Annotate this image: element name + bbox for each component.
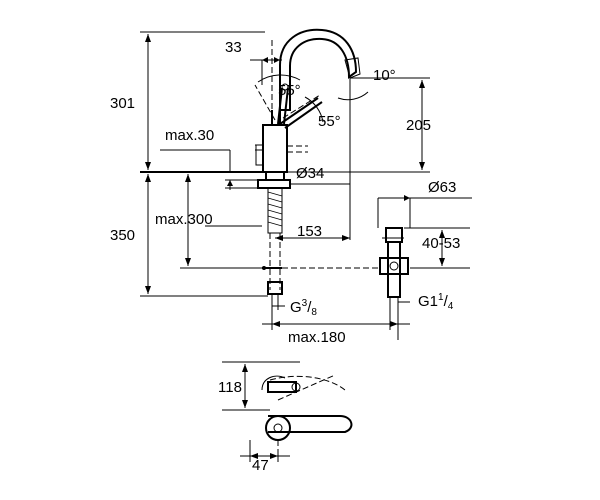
label-205: 205 bbox=[406, 117, 431, 134]
hose-connector bbox=[267, 281, 283, 295]
label-350: 350 bbox=[110, 227, 135, 244]
threaded-stud bbox=[267, 187, 283, 234]
label-angle-55-right: 55° bbox=[318, 113, 341, 130]
label-max-300: max.300 bbox=[155, 211, 213, 228]
label-dia-34: Ø34 bbox=[296, 165, 324, 182]
label-118: 118 bbox=[218, 379, 242, 396]
label-40-53: 40-53 bbox=[422, 235, 460, 252]
pop-up-waste bbox=[262, 227, 409, 330]
spout bbox=[279, 28, 358, 111]
mounting-nut bbox=[257, 179, 291, 189]
label-max-30: max.30 bbox=[165, 127, 214, 144]
label-max-180: max.180 bbox=[288, 329, 346, 346]
base-circle bbox=[265, 415, 291, 441]
faucet-body bbox=[262, 124, 288, 173]
label-153: 153 bbox=[297, 223, 322, 240]
label-301: 301 bbox=[110, 95, 135, 112]
label-angle-10: 10° bbox=[373, 67, 396, 84]
dimension-labels: 33 301 55° 55° 10° 205 max.30 Ø34 Ø63 ma… bbox=[110, 39, 460, 474]
label-thread-g38: G3/8 bbox=[290, 298, 317, 318]
faucet-top-view bbox=[222, 361, 353, 462]
label-angle-55-top: 55° bbox=[278, 82, 301, 99]
label-33: 33 bbox=[225, 39, 242, 56]
dimension-lines bbox=[140, 31, 472, 340]
label-dia-63: Ø63 bbox=[428, 179, 456, 196]
label-47: 47 bbox=[252, 457, 269, 474]
label-thread-g114: G11/4 bbox=[418, 292, 454, 312]
